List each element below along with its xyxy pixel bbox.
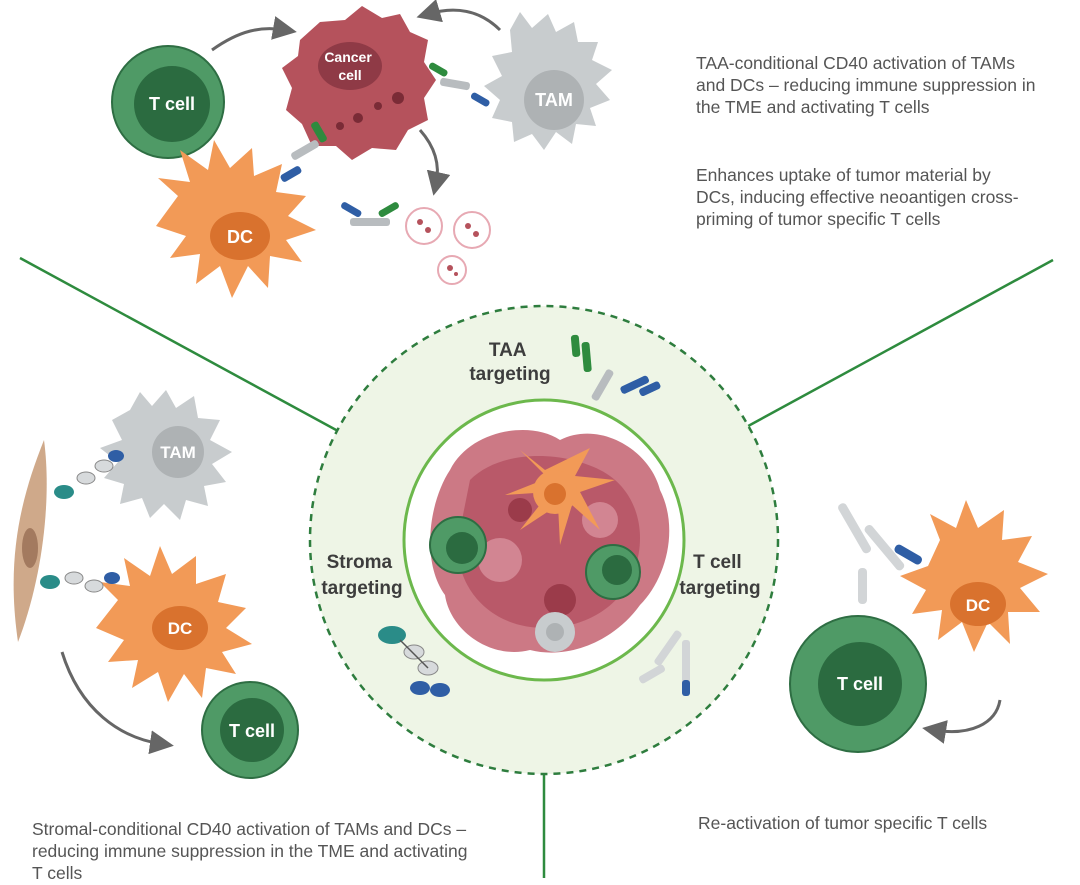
top-dc: DC — [156, 140, 316, 298]
center-zone: TAA targeting Stroma targeting T cell ta… — [308, 304, 780, 776]
tumor-tcell-right — [585, 544, 641, 600]
top-dc-label: DC — [227, 227, 253, 247]
top-cancer-cell: Cancer cell — [282, 6, 436, 160]
left-tcell: T cell — [201, 681, 299, 779]
tumor-tcell-left — [429, 516, 487, 574]
right-tcell-label: T cell — [837, 674, 883, 694]
left-tam-label: TAM — [160, 443, 196, 462]
top-panel: T cell Cancer cell TAM DC — [111, 0, 612, 298]
tcell-antibody-icon — [638, 630, 690, 696]
right-dc-label: DC — [966, 596, 991, 615]
cancer-cell-label: Cancer cell — [324, 49, 375, 83]
arrow-cancer-to-vesicles — [418, 129, 451, 196]
top-tcell: T cell — [111, 45, 225, 159]
tumor-dc — [505, 448, 615, 545]
left-panel: TAM DC T cell — [13, 390, 299, 779]
left-tam: TAM — [100, 390, 232, 520]
top-right-caption-1: TAA-conditional CD40 activation of TAMs … — [696, 53, 1036, 117]
left-tcell-label: T cell — [229, 721, 275, 741]
bottom-right-caption: Re-activation of tumor specific T cells — [698, 813, 988, 833]
tumor-vesicles — [405, 207, 491, 285]
taa-targeting-label: TAA targeting — [469, 340, 550, 385]
top-antibody-1 — [280, 121, 327, 182]
top-antibody-3 — [341, 202, 399, 226]
top-tam-label: TAM — [535, 90, 573, 110]
left-dc-label: DC — [168, 619, 193, 638]
bottom-left-caption: Stromal-conditional CD40 activation of T… — [32, 819, 468, 883]
left-dc: DC — [96, 546, 252, 702]
top-tcell-label: T cell — [149, 94, 195, 114]
divider-left — [19, 256, 396, 464]
tumor-tam — [535, 612, 575, 652]
right-panel: DC T cell — [789, 500, 1048, 753]
top-tam: TAM — [484, 12, 612, 150]
left-antibody-2 — [40, 571, 120, 593]
left-antibody-1 — [54, 450, 124, 499]
stroma-antibody-icon — [378, 626, 450, 697]
arrow-right-reactivation — [922, 699, 1002, 744]
top-right-caption-2: Enhances uptake of tumor material by DCs… — [696, 165, 1019, 229]
arrow-left-to-tcell — [60, 651, 174, 755]
right-tcell: T cell — [789, 615, 927, 753]
arrow-tcell-to-cancer — [211, 16, 297, 52]
right-dc: DC — [900, 500, 1048, 652]
tcell-targeting-label: T cell targeting — [679, 552, 760, 599]
arrow-tam-to-cancer — [416, 0, 502, 32]
right-antibody — [838, 503, 923, 604]
stroma-targeting-label: Stroma targeting — [321, 552, 402, 599]
taa-antibody-icon — [570, 334, 661, 401]
top-antibody-2 — [428, 62, 490, 107]
